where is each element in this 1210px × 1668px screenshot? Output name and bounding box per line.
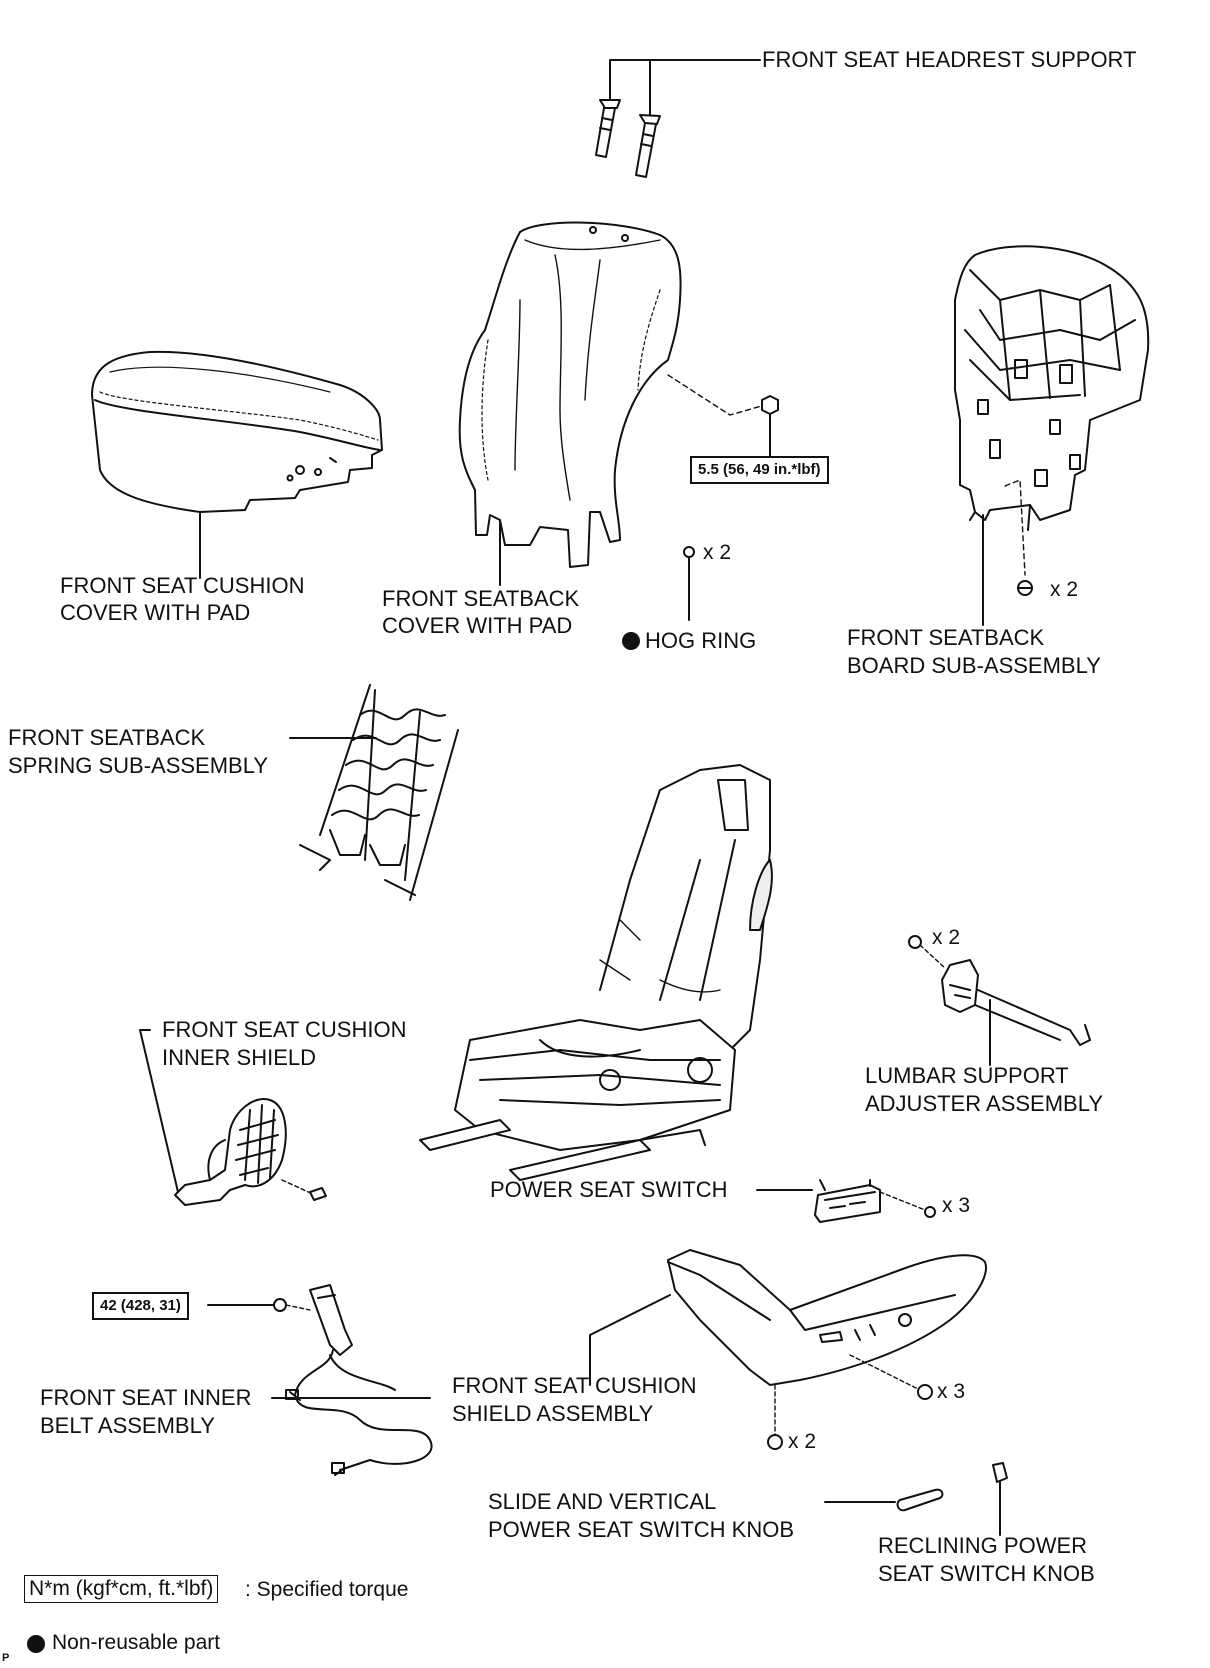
legend-nonreusable-text: Non-reusable part: [52, 1631, 221, 1654]
corner-mark: P: [2, 1652, 10, 1664]
label-seatback-board-line1: FRONT SEATBACK: [847, 625, 1045, 650]
label-headrest-support: FRONT SEAT HEADREST SUPPORT: [762, 47, 1137, 72]
label-cushion-cover-line2: COVER WITH PAD: [60, 600, 251, 625]
label-slide-knob-line2: POWER SEAT SWITCH KNOB: [488, 1517, 794, 1542]
qty-shield-screw-bottom: x 2: [788, 1430, 817, 1453]
legend-torque-box: N*m (kgf*cm, ft.*lbf): [24, 1575, 219, 1603]
label-inner-belt-line2: BELT ASSEMBLY: [40, 1413, 215, 1438]
label-inner-belt-line1: FRONT SEAT INNER: [40, 1385, 252, 1410]
label-hog-ring: HOG RING: [645, 628, 757, 653]
hog-ring-icon: [683, 546, 695, 558]
label-spring-line1: FRONT SEATBACK: [8, 725, 206, 750]
qty-lumbar-screw: x 2: [932, 926, 961, 949]
reclining-knob-icon: [992, 1462, 1008, 1483]
clip-icon: [1017, 580, 1033, 596]
label-cushion-shield-line2: SHIELD ASSEMBLY: [452, 1401, 654, 1426]
inner-shield-icon: [174, 1098, 287, 1206]
label-lumbar-line1: LUMBAR SUPPORT: [865, 1063, 1069, 1088]
shield-screw-bottom-icon: [767, 1434, 783, 1450]
torque-belt-bolt: 42 (428, 31): [92, 1292, 189, 1320]
shield-bolt-icon: [309, 1187, 327, 1201]
lumbar-support-icon: [908, 935, 1091, 1046]
headrest-support-icon: [595, 99, 661, 178]
qty-switch-screw: x 3: [942, 1194, 971, 1217]
seat-frame-icon: [419, 764, 773, 1181]
label-spring-line2: SPRING SUB-ASSEMBLY: [8, 753, 268, 778]
seatback-cover-icon: [458, 221, 682, 568]
seatback-board-icon: [954, 245, 1150, 531]
power-seat-switch-icon: [814, 1179, 881, 1223]
label-cushion-shield-line1: FRONT SEAT CUSHION: [452, 1373, 697, 1398]
leader-cushion-shield: [589, 1294, 671, 1386]
leader-inner-shield: [139, 1029, 179, 1193]
shield-screw-right-icon: [917, 1384, 933, 1400]
label-inner-shield-line2: INNER SHIELD: [162, 1045, 317, 1070]
seat-cushion-cover-icon: [91, 350, 383, 513]
label-power-switch: POWER SEAT SWITCH: [490, 1177, 728, 1202]
qty-shield-screw-right: x 3: [937, 1380, 966, 1403]
label-seatback-board-line2: BOARD SUB-ASSEMBLY: [847, 653, 1101, 678]
torque-seatback-nut: 5.5 (56, 49 in.*lbf): [690, 456, 829, 484]
label-inner-shield-line1: FRONT SEAT CUSHION: [162, 1017, 407, 1042]
nut-icon: [761, 395, 779, 415]
seat-belt-icon: [273, 1284, 433, 1476]
label-slide-knob-line1: SLIDE AND VERTICAL: [488, 1489, 717, 1514]
label-reclining-knob-line1: RECLINING POWER: [878, 1533, 1088, 1558]
label-seatback-cover-line1: FRONT SEATBACK: [382, 586, 580, 611]
label-seatback-cover-line2: COVER WITH PAD: [382, 613, 573, 638]
qty-hog-ring: x 2: [703, 541, 732, 564]
label-cushion-cover-line1: FRONT SEAT CUSHION: [60, 573, 305, 598]
legend-torque-text: : Specified torque: [245, 1578, 409, 1601]
slide-knob-icon: [896, 1488, 944, 1512]
legend-nonreusable-dot-icon: [27, 1635, 45, 1653]
leader-headrest: [609, 59, 761, 115]
qty-board-clip: x 2: [1050, 578, 1079, 601]
nonreusable-dot-icon: [622, 632, 640, 650]
seatback-spring-icon: [299, 684, 459, 901]
label-lumbar-line2: ADJUSTER ASSEMBLY: [865, 1091, 1103, 1116]
label-reclining-knob-line2: SEAT SWITCH KNOB: [878, 1561, 1095, 1586]
switch-screw-icon: [924, 1206, 936, 1218]
cushion-shield-icon: [667, 1249, 987, 1386]
